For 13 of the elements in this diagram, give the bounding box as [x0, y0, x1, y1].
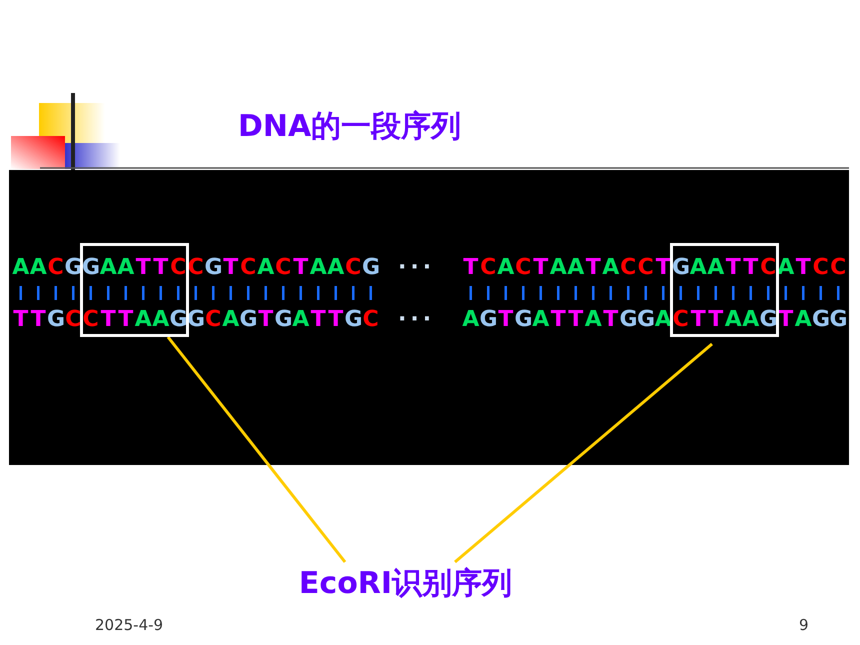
- page-number: 9: [799, 616, 809, 634]
- callout-label: EcoRI识别序列: [298, 564, 512, 602]
- dna-strand: TCACTAATACCTGAATTCATCC: [462, 255, 847, 281]
- recognition-site-box: [670, 243, 779, 337]
- ellipsis: ···: [398, 255, 436, 281]
- recognition-site-box: [80, 243, 189, 337]
- leader-line: [454, 342, 713, 564]
- ellipsis: ···: [398, 307, 436, 333]
- slide-title: DNA的一段序列: [238, 108, 462, 146]
- date-text: 2025-4-9: [95, 616, 164, 634]
- dna-strand: TTGCCTTAAGGCAGTGATTGC: [12, 307, 380, 333]
- dna-strand: AGTGATTATGGACTTAAGTAGG: [462, 307, 847, 333]
- leader-line: [166, 336, 346, 563]
